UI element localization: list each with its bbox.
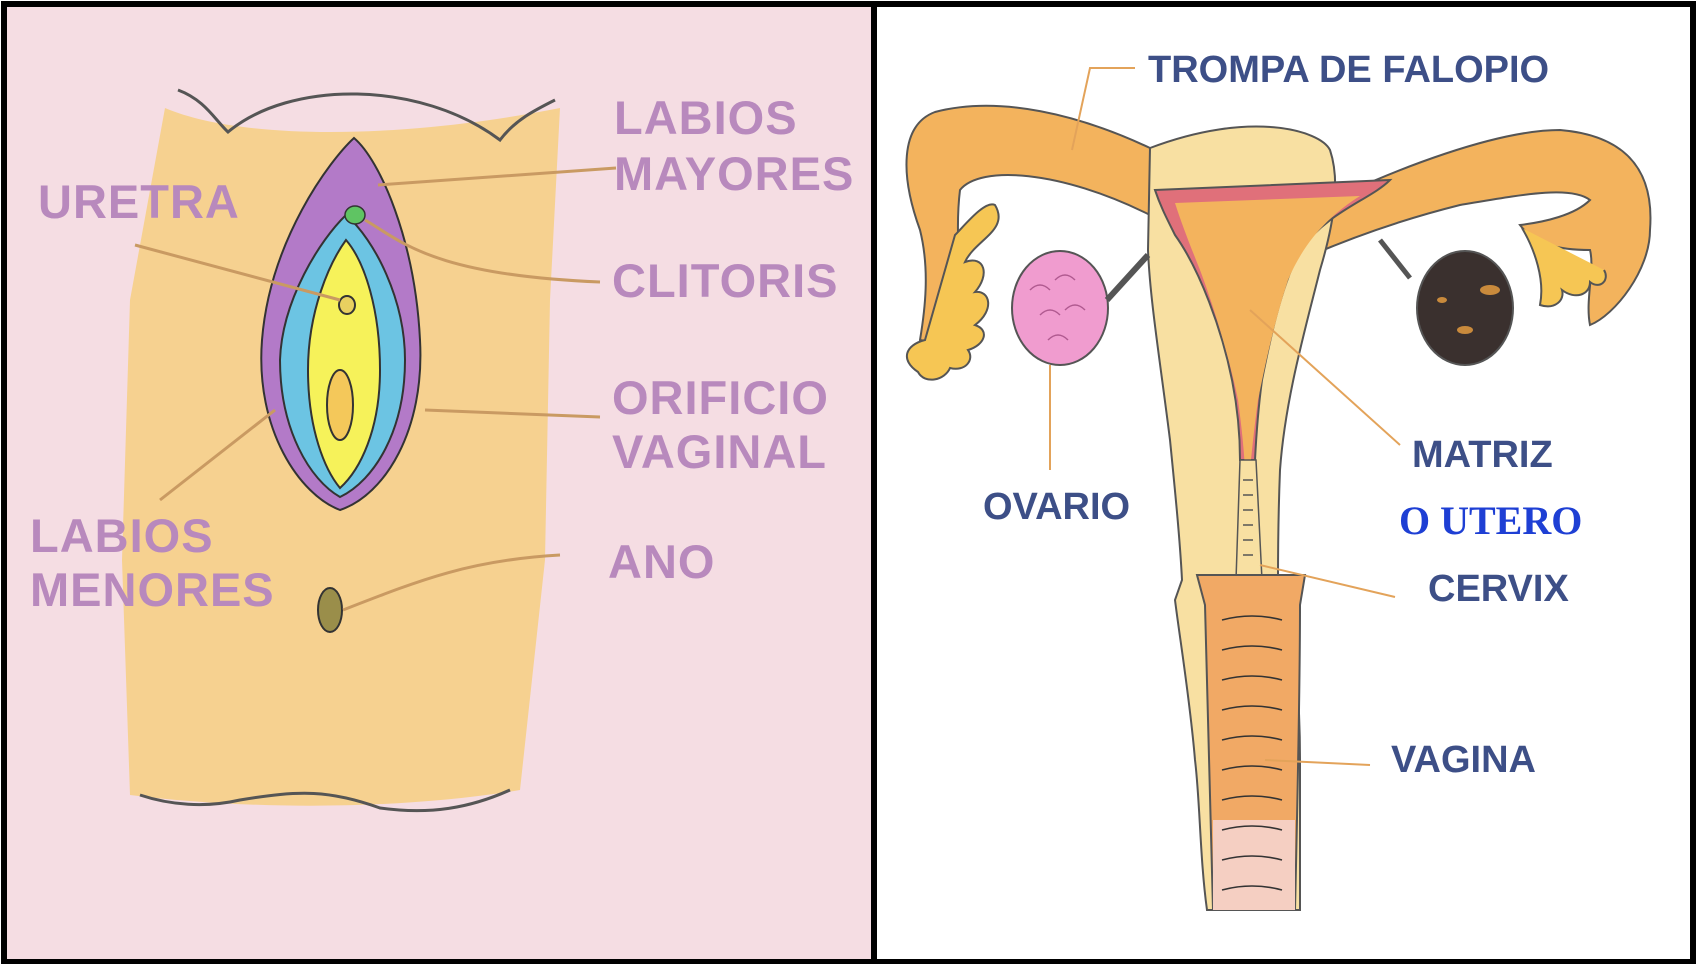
label-ano: ANO [608, 535, 715, 588]
urethra-mark [339, 296, 355, 314]
left-ovary [1012, 251, 1108, 365]
clitoris-mark [345, 206, 365, 224]
label-orificio-line2: VAGINAL [612, 425, 827, 478]
anus-mark [318, 588, 342, 632]
label-labios-mayores-line2: MAYORES [614, 147, 854, 200]
internal-organs-panel: TROMPA DE FALOPIO OVARIO MATRIZ O UTERO … [874, 7, 1690, 959]
label-labios-mayores-line1: LABIOS [614, 91, 798, 144]
vagina-lower [1213, 820, 1295, 910]
external-genitalia-panel: LABIOS MAYORES URETRA CLITORIS ORIFICIO … [7, 7, 874, 959]
label-trompa-de-falopio: TROMPA DE FALOPIO [1148, 49, 1549, 91]
label-matriz: MATRIZ [1412, 434, 1553, 476]
label-labios-menores-line2: MENORES [30, 563, 275, 616]
label-clitoris: CLITORIS [612, 254, 838, 307]
label-vagina: VAGINA [1391, 739, 1536, 781]
label-uretra: URETRA [38, 175, 240, 228]
label-o-utero: O UTERO [1399, 498, 1582, 543]
vaginal-orifice-mark [327, 370, 353, 440]
label-cervix: CERVIX [1428, 568, 1569, 610]
label-orificio-line1: ORIFICIO [612, 371, 829, 424]
label-labios-menores-line1: LABIOS [30, 509, 214, 562]
label-ovario: OVARIO [983, 486, 1130, 528]
right-ovary [1417, 251, 1513, 365]
